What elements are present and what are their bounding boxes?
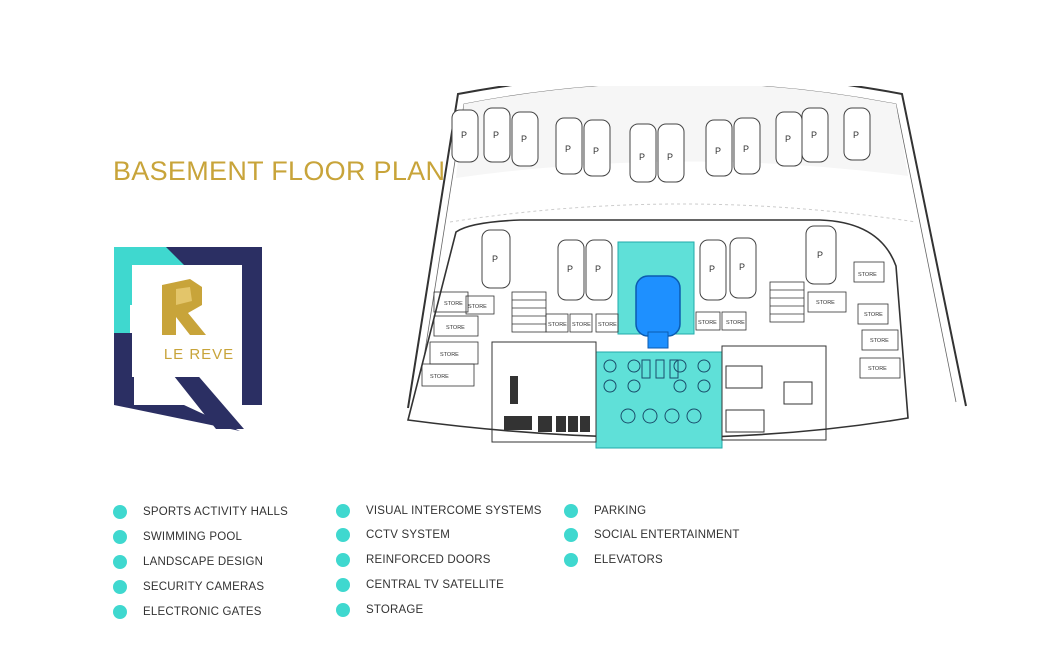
bullet-icon bbox=[564, 504, 578, 518]
svg-text:STORE: STORE bbox=[446, 325, 465, 331]
svg-text:P: P bbox=[567, 264, 573, 274]
svg-text:P: P bbox=[595, 264, 601, 274]
svg-text:P: P bbox=[817, 250, 823, 260]
svg-text:P: P bbox=[639, 152, 645, 162]
feature-item: CENTRAL TV SATELLITE bbox=[336, 578, 504, 592]
page-title: BASEMENT FLOOR PLAN bbox=[113, 156, 446, 186]
svg-text:P: P bbox=[811, 130, 817, 140]
feature-item: ELECTRONIC GATES bbox=[113, 605, 262, 619]
feature-item: SPORTS ACTIVITY HALLS bbox=[113, 505, 288, 519]
bullet-icon bbox=[336, 578, 350, 592]
svg-text:STORE: STORE bbox=[870, 338, 889, 344]
svg-text:P: P bbox=[709, 264, 715, 274]
svg-text:STORE: STORE bbox=[816, 300, 835, 306]
feature-item: STORAGE bbox=[336, 603, 423, 617]
feature-item: LANDSCAPE DESIGN bbox=[113, 555, 263, 569]
feature-item: SWIMMING POOL bbox=[113, 530, 242, 544]
svg-text:STORE: STORE bbox=[726, 320, 745, 326]
svg-text:STORE: STORE bbox=[858, 272, 877, 278]
bullet-icon bbox=[113, 605, 127, 619]
bullet-icon bbox=[113, 580, 127, 594]
svg-text:STORE: STORE bbox=[598, 322, 617, 328]
svg-text:STORE: STORE bbox=[698, 320, 717, 326]
svg-text:STORE: STORE bbox=[468, 304, 487, 310]
svg-text:STORE: STORE bbox=[430, 374, 449, 380]
bullet-icon bbox=[113, 555, 127, 569]
parking-row-top bbox=[451, 107, 871, 183]
svg-text:P: P bbox=[593, 146, 599, 156]
svg-text:P: P bbox=[743, 144, 749, 154]
bullet-icon bbox=[336, 504, 350, 518]
bullet-icon bbox=[113, 505, 127, 519]
svg-text:STORE: STORE bbox=[864, 312, 883, 318]
bullet-icon bbox=[564, 553, 578, 567]
feature-item: CCTV SYSTEM bbox=[336, 528, 450, 542]
svg-text:STORE: STORE bbox=[868, 366, 887, 372]
svg-text:STORE: STORE bbox=[444, 301, 463, 307]
bullet-icon bbox=[336, 528, 350, 542]
svg-text:P: P bbox=[565, 144, 571, 154]
svg-text:P: P bbox=[667, 152, 673, 162]
svg-text:STORE: STORE bbox=[440, 352, 459, 358]
feature-item: REINFORCED DOORS bbox=[336, 553, 491, 567]
feature-item: ELEVATORS bbox=[564, 553, 663, 567]
basement-floor-plan: P P P P P P P P P P P P P P P P P P bbox=[407, 86, 967, 449]
svg-text:P: P bbox=[853, 130, 859, 140]
bullet-icon bbox=[113, 530, 127, 544]
svg-text:STORE: STORE bbox=[548, 322, 567, 328]
svg-text:P: P bbox=[715, 146, 721, 156]
svg-text:P: P bbox=[492, 254, 498, 264]
svg-text:P: P bbox=[493, 130, 499, 140]
svg-text:STORE: STORE bbox=[572, 322, 591, 328]
le-reve-logo bbox=[114, 247, 262, 431]
bullet-icon bbox=[564, 528, 578, 542]
feature-item: SECURITY CAMERAS bbox=[113, 580, 264, 594]
feature-item: PARKING bbox=[564, 504, 646, 518]
svg-text:P: P bbox=[521, 134, 527, 144]
svg-text:P: P bbox=[739, 262, 745, 272]
bullet-icon bbox=[336, 553, 350, 567]
brand-name: LE REVE bbox=[163, 346, 235, 363]
bullet-icon bbox=[336, 603, 350, 617]
feature-item: SOCIAL ENTERTAINMENT bbox=[564, 528, 740, 542]
feature-item: VISUAL INTERCOME SYSTEMS bbox=[336, 504, 542, 518]
svg-text:P: P bbox=[461, 130, 467, 140]
svg-text:P: P bbox=[785, 134, 791, 144]
